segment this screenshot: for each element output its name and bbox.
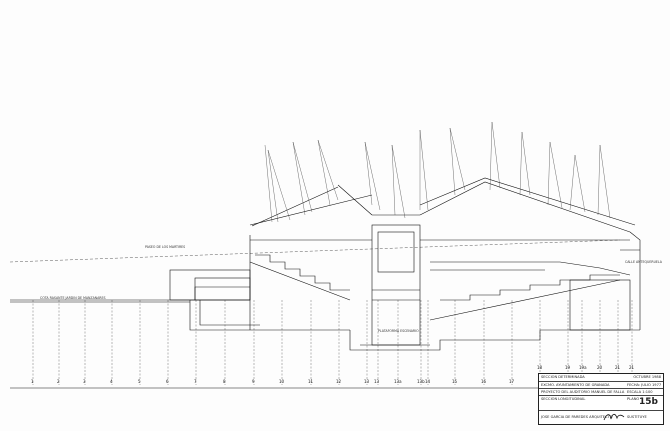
axis-label: 19a: [579, 365, 587, 370]
plataforma-annotation: PLATAFORMA ESCENARIO: [378, 329, 419, 333]
axis-label: 8: [223, 379, 226, 384]
title-block: SECCION DETERMINADA OCTUBRE 1988 EXCMO. …: [538, 373, 664, 425]
axis-label: 16: [481, 379, 487, 384]
axis-label: 13a: [394, 379, 402, 384]
view-label: SECCION LONGITUDINAL: [541, 396, 586, 401]
axis-label: 7: [194, 379, 197, 384]
axis-label: 6: [166, 379, 169, 384]
axis-label: 21: [615, 365, 621, 370]
axis-label: 13: [364, 379, 370, 384]
architect-label: JOSE GARCIA DE PAREDES ARQUITECTO: [541, 415, 613, 419]
client-label: EXCMO. AYUNTAMIENTO DE GRANADA: [541, 382, 610, 387]
axis-label: 21: [629, 365, 635, 370]
axis-label: 3: [83, 379, 86, 384]
plano-label: PLANO: [627, 396, 640, 401]
axis-label: 10: [279, 379, 285, 384]
fecha-label: FECHA: JULIO 1977: [627, 382, 662, 387]
axis-label: 13b: [417, 379, 425, 384]
escala-label: ESCALA 1:100: [627, 389, 653, 394]
signature: [603, 413, 625, 421]
calle-annotation: CALLE ANTEQUERUELA: [625, 260, 662, 264]
project-label: PROYECTO DEL AUDITORIO MANUEL DE FALLA: [541, 389, 625, 394]
axis-label: 12: [336, 379, 342, 384]
axis-label: 4: [110, 379, 113, 384]
axis-label: 19: [565, 365, 571, 370]
axis-label: 13: [374, 379, 380, 384]
axis-label: 17: [509, 379, 515, 384]
axis-label: 1: [31, 379, 34, 384]
axis-label: 2: [57, 379, 60, 384]
axis-label: 15: [452, 379, 458, 384]
sheet-number: 15b: [639, 397, 658, 407]
axis-label: 14: [425, 379, 431, 384]
axis-label: 5: [138, 379, 141, 384]
section-label: SECCION DETERMINADA: [541, 375, 585, 379]
axis-label: 9: [252, 379, 255, 384]
axis-label: 20: [597, 365, 603, 370]
paseo-annotation: PASEO DE LOS MARTIRES: [145, 245, 186, 249]
nivel-jardin-annotation: COTA RASANTE JARDIN DE MANZANARES: [40, 296, 106, 300]
sustituye-label: SUSTITUYE: [627, 415, 647, 419]
axis-label: 18: [537, 365, 543, 370]
axis-label: 11: [308, 379, 314, 384]
date-label: OCTUBRE 1988: [633, 375, 661, 379]
